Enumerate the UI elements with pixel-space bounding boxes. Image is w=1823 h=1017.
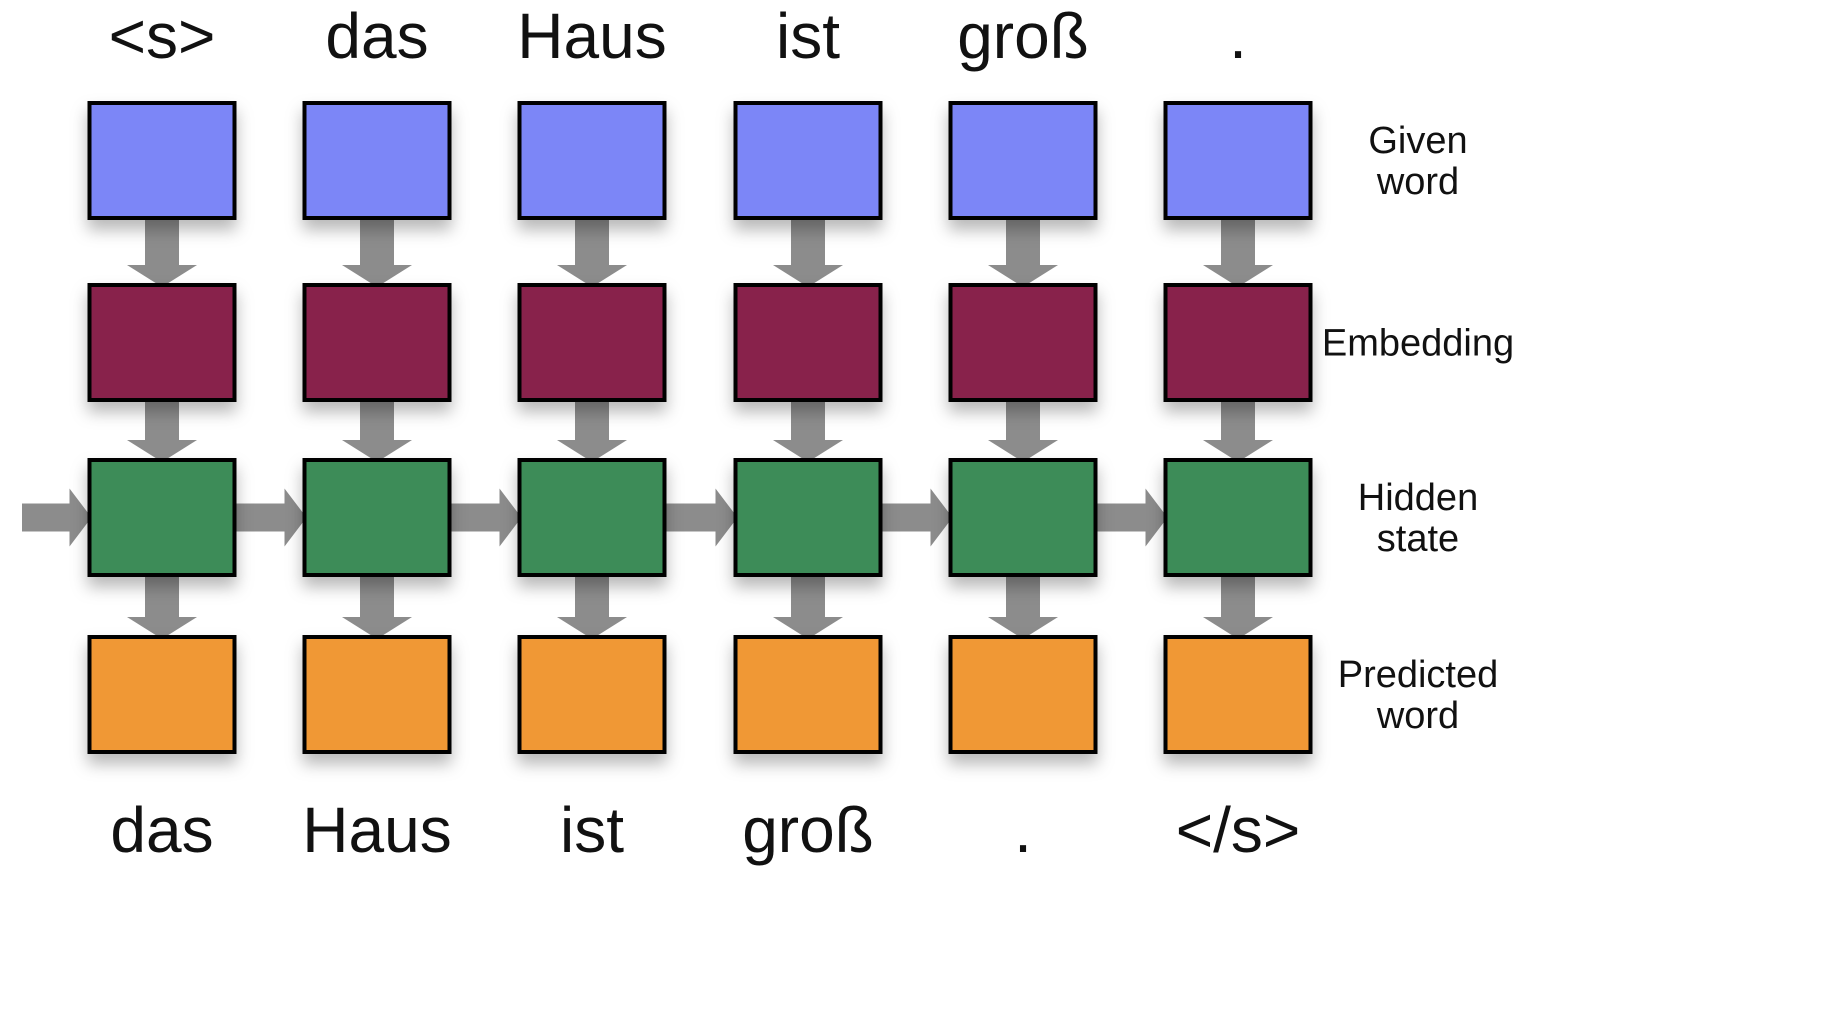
input-word-2: das bbox=[325, 0, 428, 72]
input-word-1: <s> bbox=[109, 0, 216, 72]
output-word-6: </s> bbox=[1176, 794, 1301, 866]
hidden-box-3 bbox=[517, 458, 667, 577]
down-arrow-col2-row2 bbox=[342, 398, 412, 462]
row-label-given-line-1: Given bbox=[1368, 120, 1467, 162]
down-arrow-col4-row3 bbox=[773, 573, 843, 639]
output-word-3: ist bbox=[560, 794, 624, 866]
down-arrow-col3-row3 bbox=[557, 573, 627, 639]
down-arrow-col6-row1 bbox=[1203, 216, 1273, 287]
predict-box-6 bbox=[1163, 635, 1313, 754]
embed-box-3 bbox=[517, 283, 667, 402]
embed-box-4 bbox=[733, 283, 883, 402]
embed-box-1 bbox=[87, 283, 237, 402]
row-label-embed-line-1: Embedding bbox=[1322, 323, 1514, 365]
hidden-box-6 bbox=[1163, 458, 1313, 577]
hidden-box-4 bbox=[733, 458, 883, 577]
embed-box-5 bbox=[948, 283, 1098, 402]
down-arrow-col3-row2 bbox=[557, 398, 627, 462]
predict-box-5 bbox=[948, 635, 1098, 754]
down-arrow-col5-row1 bbox=[988, 216, 1058, 287]
recurrent-arrow-in bbox=[22, 488, 92, 547]
recurrent-arrow-1-to-2 bbox=[232, 488, 307, 547]
row-label-given-line-2: word bbox=[1376, 161, 1459, 203]
output-word-4: groß bbox=[742, 794, 874, 866]
recurrent-arrow-3-to-4 bbox=[662, 488, 738, 547]
embed-box-6 bbox=[1163, 283, 1313, 402]
down-arrow-col4-row1 bbox=[773, 216, 843, 287]
predict-box-4 bbox=[733, 635, 883, 754]
output-word-1: das bbox=[110, 794, 213, 866]
down-arrow-col2-row1 bbox=[342, 216, 412, 287]
hidden-box-5 bbox=[948, 458, 1098, 577]
down-arrow-col5-row3 bbox=[988, 573, 1058, 639]
input-words-row: <s> das Haus ist groß. bbox=[109, 0, 1247, 72]
input-word-4: ist bbox=[776, 0, 840, 72]
row-label-predict-line-1: Predicted bbox=[1338, 654, 1499, 696]
row-label-predict-line-2: word bbox=[1376, 695, 1459, 737]
output-words-row: das Haus ist groß. </s> bbox=[110, 794, 1300, 866]
row-label-hidden-line-1: Hidden bbox=[1358, 477, 1478, 519]
down-arrow-col3-row1 bbox=[557, 216, 627, 287]
recurrent-arrow-2-to-3 bbox=[447, 488, 522, 547]
down-arrow-col4-row2 bbox=[773, 398, 843, 462]
down-arrow-col5-row2 bbox=[988, 398, 1058, 462]
given-box-4 bbox=[733, 101, 883, 220]
down-arrow-col6-row3 bbox=[1203, 573, 1273, 639]
row-label-hidden-line-2: state bbox=[1377, 518, 1459, 560]
down-arrow-col2-row3 bbox=[342, 573, 412, 639]
predict-box-3 bbox=[517, 635, 667, 754]
predict-box-1 bbox=[87, 635, 237, 754]
recurrent-arrow-4-to-5 bbox=[878, 488, 953, 547]
output-word-2: Haus bbox=[302, 794, 451, 866]
embed-box-2 bbox=[302, 283, 452, 402]
given-box-5 bbox=[948, 101, 1098, 220]
hidden-box-2 bbox=[302, 458, 452, 577]
down-arrow-col1-row1 bbox=[127, 216, 197, 287]
arrows-layer bbox=[22, 216, 1273, 639]
output-word-5: . bbox=[1014, 794, 1032, 866]
hidden-box-1 bbox=[87, 458, 237, 577]
row-labels-column: GivenwordEmbeddingHiddenstatePredictedwo… bbox=[1322, 120, 1514, 737]
given-box-6 bbox=[1163, 101, 1313, 220]
down-arrow-col1-row3 bbox=[127, 573, 197, 639]
down-arrow-col1-row2 bbox=[127, 398, 197, 462]
recurrent-arrow-5-to-6 bbox=[1093, 488, 1168, 547]
down-arrow-col6-row2 bbox=[1203, 398, 1273, 462]
input-word-3: Haus bbox=[517, 0, 666, 72]
given-box-2 bbox=[302, 101, 452, 220]
given-box-3 bbox=[517, 101, 667, 220]
given-box-1 bbox=[87, 101, 237, 220]
boxes-layer bbox=[87, 101, 1313, 754]
input-word-5: groß bbox=[957, 0, 1089, 72]
input-word-6: . bbox=[1229, 0, 1247, 72]
predict-box-2 bbox=[302, 635, 452, 754]
